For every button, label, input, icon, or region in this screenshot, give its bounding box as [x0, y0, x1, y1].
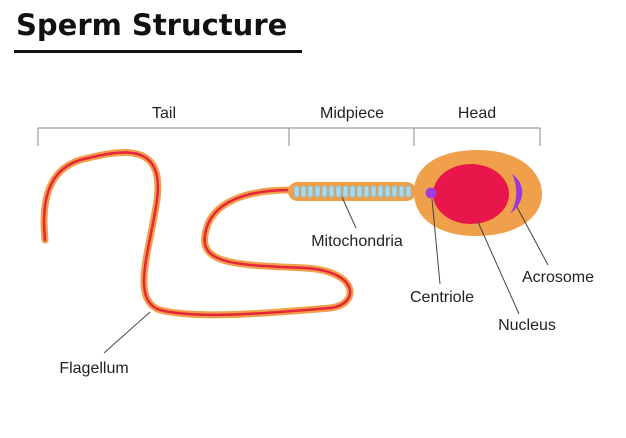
mitochondria: [293, 185, 412, 198]
flagellum-leader: [103, 311, 151, 354]
head-bracket: [414, 127, 541, 146]
title-underline: [14, 50, 302, 53]
centriole-leader: [431, 198, 441, 285]
section-brackets: [37, 127, 541, 146]
flagellum: [40, 148, 354, 319]
tail-section-label: Tail: [152, 105, 176, 122]
head: [414, 150, 542, 236]
flagellum-label: Flagellum: [59, 360, 128, 377]
tail-bracket: [37, 127, 290, 146]
centriole-shape: [425, 187, 437, 199]
acrosome-shape: [510, 174, 523, 214]
midpiece: [288, 182, 416, 201]
mitochondria-leader: [341, 196, 357, 229]
mitochondria-label: Mitochondria: [311, 233, 403, 250]
nucleus-shape: [433, 164, 509, 224]
midpiece-bracket: [289, 127, 415, 146]
midpiece-section-label: Midpiece: [320, 105, 384, 122]
nucleus-label: Nucleus: [498, 317, 556, 334]
head-section-label: Head: [458, 105, 496, 122]
diagram-title: Sperm Structure: [16, 8, 288, 42]
leader-lines: [103, 196, 549, 354]
acrosome-label: Acrosome: [522, 269, 594, 286]
centriole-label: Centriole: [410, 289, 474, 306]
acrosome-leader: [516, 206, 549, 266]
nucleus-leader: [477, 221, 520, 315]
